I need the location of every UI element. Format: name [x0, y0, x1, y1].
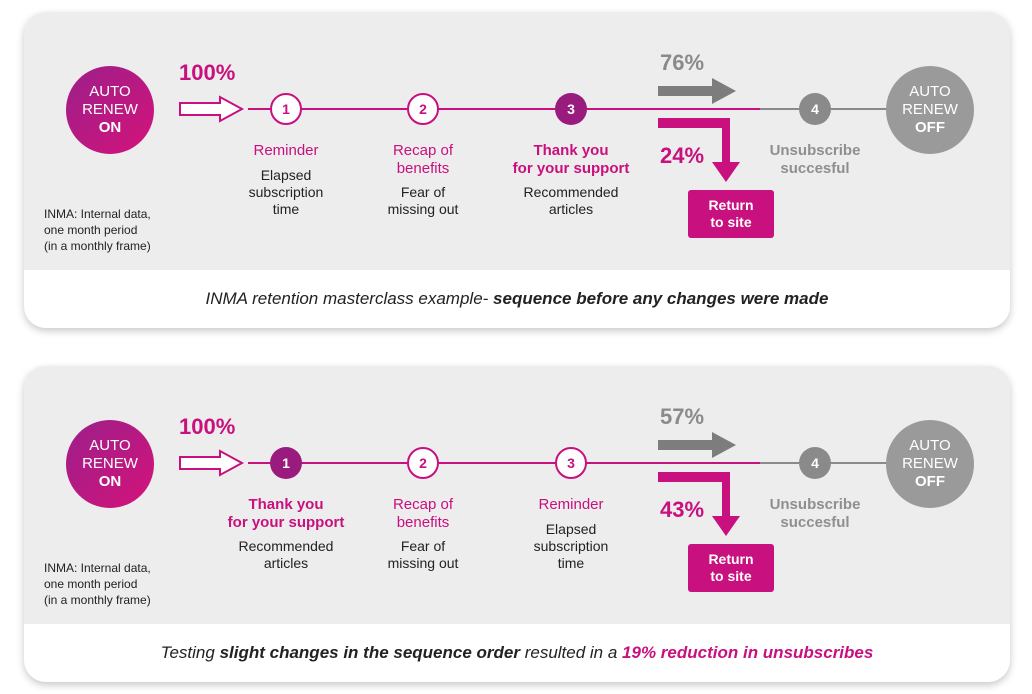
- auto-renew-on-node: AUTO RENEW ON: [66, 66, 154, 154]
- step-1-description: Elapsed subscription time: [248, 167, 324, 217]
- step-4-node: 4: [799, 447, 831, 479]
- auto-renew-on-node: AUTO RENEW ON: [66, 420, 154, 508]
- return-percentage: 24%: [660, 143, 705, 168]
- step-3-title: Thank you for your support: [512, 142, 630, 177]
- step-2-node: 2: [407, 447, 439, 479]
- flow-panel-after: AUTO RENEW ON 100% 1 2 3 4 AUTO RENEW OF…: [24, 366, 1010, 682]
- continue-percentage: 76%: [660, 50, 705, 75]
- step-2-title: Recap of benefits: [392, 142, 454, 177]
- entry-percentage: 100%: [179, 60, 236, 85]
- return-to-site-box: Return to site: [688, 544, 774, 592]
- step-2-description: Fear of missing out: [387, 184, 459, 217]
- continue-arrow-icon: [658, 78, 736, 104]
- auto-renew-off-node: AUTO RENEW OFF: [886, 420, 974, 508]
- data-source-note: INMA: Internal data, one month period (i…: [44, 207, 151, 253]
- step-1-title: Reminder: [253, 142, 319, 159]
- step-4-node: 4: [799, 93, 831, 125]
- panel-caption: INMA retention masterclass example- sequ…: [24, 270, 1010, 328]
- panel-caption: Testing slight changes in the sequence o…: [24, 624, 1010, 682]
- return-arrow-icon: [658, 472, 740, 536]
- data-source-note: INMA: Internal data, one month period (i…: [44, 561, 151, 607]
- step-1-node: 1: [270, 93, 302, 125]
- step-1-title: Thank you for your support: [227, 496, 345, 531]
- continue-arrow-icon: [658, 432, 736, 458]
- step-2-title: Recap of benefits: [392, 496, 454, 531]
- step-3-node: 3: [555, 447, 587, 479]
- return-to-site-box: Return to site: [688, 190, 774, 238]
- return-arrow-icon: [658, 118, 740, 182]
- flow-diagram: AUTO RENEW ON 100% 1 2 3 4 AUTO RENEW OF…: [24, 366, 1010, 624]
- step-2-node: 2: [407, 93, 439, 125]
- entry-percentage: 100%: [179, 414, 236, 439]
- flow-line: [248, 108, 760, 110]
- step-1-description: Recommended articles: [238, 538, 334, 571]
- entry-arrow-icon: [179, 95, 245, 123]
- continue-percentage: 57%: [660, 404, 705, 429]
- auto-renew-off-node: AUTO RENEW OFF: [886, 66, 974, 154]
- step-1-node: 1: [270, 447, 302, 479]
- step-3-title: Reminder: [538, 496, 604, 513]
- step-4-title: Unsubscribe succesful: [769, 142, 861, 177]
- step-3-node: 3: [555, 93, 587, 125]
- flow-panel-before: AUTO RENEW ON 100% 1 2 3 4 AUTO RENEW OF…: [24, 12, 1010, 328]
- step-3-description: Recommended articles: [523, 184, 619, 217]
- entry-arrow-icon: [179, 449, 245, 477]
- flow-diagram: AUTO RENEW ON 100% 1 2 3 4 AUTO RENEW OF…: [24, 12, 1010, 270]
- return-percentage: 43%: [660, 497, 705, 522]
- flow-line: [248, 462, 760, 464]
- step-2-description: Fear of missing out: [387, 538, 459, 571]
- step-4-title: Unsubscribe succesful: [769, 496, 861, 531]
- step-3-description: Elapsed subscription time: [533, 521, 609, 571]
